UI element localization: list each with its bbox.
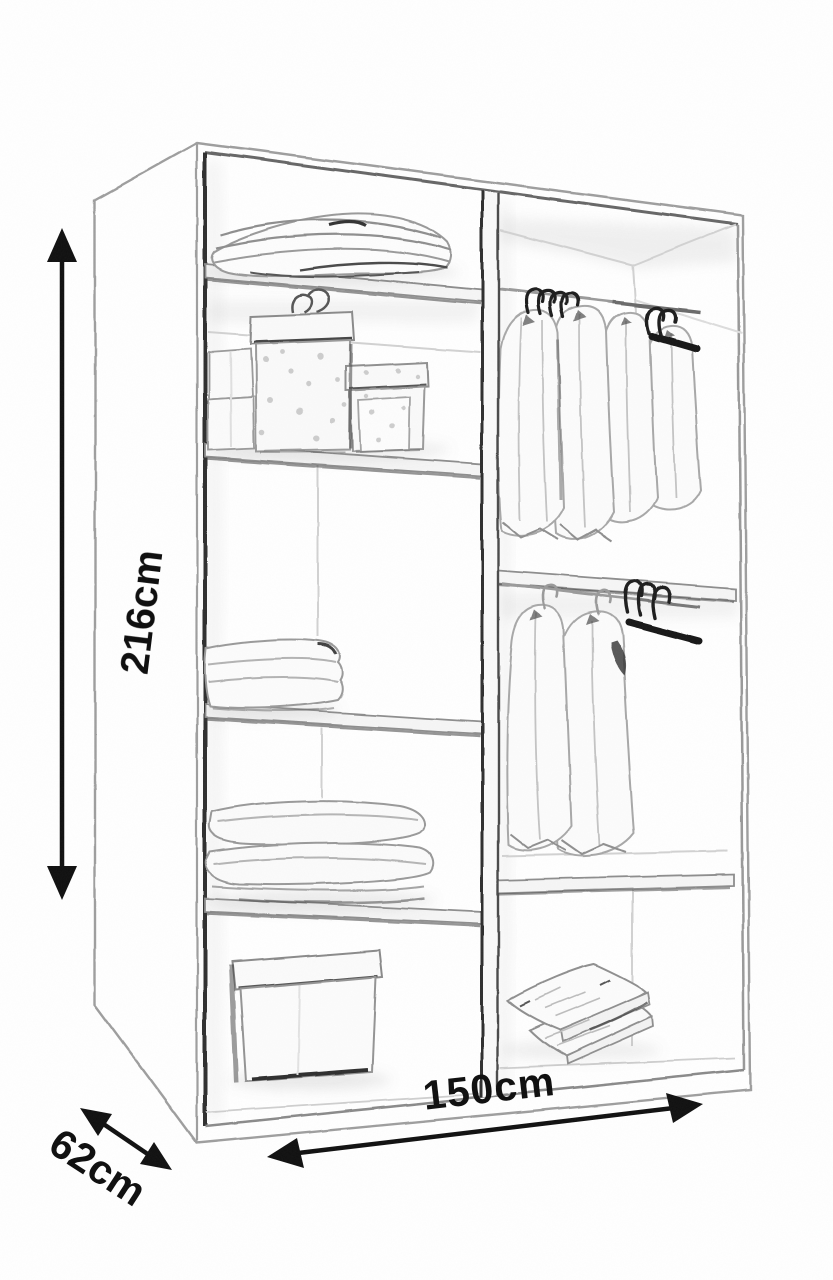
- paper-grain-texture: [0, 0, 833, 1280]
- diagram-svg: 216cm 150cm 62cm: [0, 0, 833, 1280]
- wardrobe-dimension-diagram: 216cm 150cm 62cm: [0, 0, 833, 1280]
